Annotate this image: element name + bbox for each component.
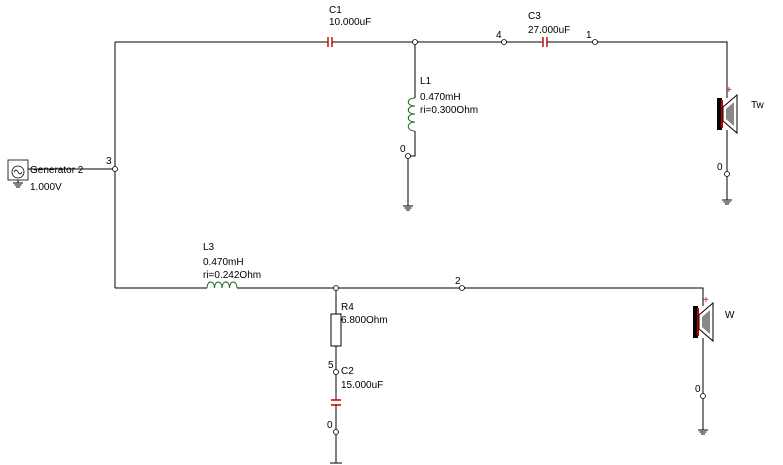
speaker-tweeter-name: Tw: [751, 100, 765, 111]
speaker-woofer-cone-shade: [702, 310, 710, 334]
speaker-woofer[interactable]: + W: [693, 295, 735, 343]
node-4: [501, 39, 507, 45]
generator-value: 1.000V: [30, 182, 62, 193]
node-5-label: 5: [328, 360, 334, 371]
capacitor-c3[interactable]: C3 27.000uF: [528, 11, 570, 47]
resistor-r4-value: 6.800Ohm: [341, 315, 388, 326]
junction-l1: [412, 39, 418, 45]
generator-box: [7, 159, 29, 181]
node-woofer-ground: [700, 393, 706, 399]
inductor-l1-coil: [407, 97, 416, 132]
node-3-label: 3: [106, 156, 112, 167]
speaker-woofer-name: W: [725, 310, 735, 321]
node-tweeter-ground: [724, 171, 730, 177]
node-l1-ground-label: 0: [400, 144, 406, 155]
inductor-l1-ri: ri=0.300Ohm: [420, 105, 478, 116]
capacitor-c2-value: 15.000uF: [341, 380, 383, 391]
speaker-tweeter-magnet: [717, 98, 722, 130]
generator-name: Generator 2: [30, 165, 84, 176]
inductor-l3[interactable]: L3 0.470mH ri=0.242Ohm: [203, 242, 261, 289]
junction-r4: [333, 285, 339, 291]
inductor-l3-coil: [206, 281, 238, 289]
speaker-woofer-magnet: [693, 306, 698, 338]
node-c2-ground-label: 0: [327, 420, 333, 431]
generator-ac-icon: [11, 165, 25, 179]
generator-ground-icon: [13, 180, 23, 188]
speaker-tweeter-cone-shade: [726, 102, 734, 126]
node-4-label: 4: [496, 30, 502, 41]
resistor-r4-body: [330, 313, 342, 347]
node-c2-ground: [333, 429, 339, 435]
node-l1-ground: [405, 153, 411, 159]
inductor-l1-value: 0.470mH: [420, 92, 461, 103]
capacitor-c2-name: C2: [341, 366, 354, 377]
generator-sine-icon: [13, 169, 23, 175]
speaker-tweeter-plus: +: [726, 85, 732, 96]
resistor-r4[interactable]: R4 6.800Ohm: [330, 302, 388, 347]
capacitor-c1-value: 10.000uF: [329, 17, 371, 28]
capacitor-c3-name: C3: [528, 11, 541, 22]
speaker-woofer-plus: +: [703, 295, 709, 306]
wire-node2-to-woofer: [462, 287, 704, 306]
inductor-l3-name: L3: [203, 242, 215, 253]
node-tweeter-ground-label: 0: [717, 162, 723, 173]
inductor-l3-value: 0.470mH: [203, 257, 244, 268]
capacitor-c3-value: 27.000uF: [528, 25, 570, 36]
inductor-l1[interactable]: L1 0.470mH ri=0.300Ohm: [407, 76, 478, 132]
resistor-r4-name: R4: [341, 302, 354, 313]
node-5: [333, 369, 339, 375]
capacitor-c1-name: C1: [329, 5, 342, 16]
speaker-tweeter-red-stripe: [721, 100, 723, 128]
capacitor-c1-plates: [327, 37, 333, 47]
node-1: [592, 39, 598, 45]
generator[interactable]: Generator 2 1.000V: [7, 159, 84, 193]
node-2: [459, 285, 465, 291]
inductor-l3-ri: ri=0.242Ohm: [203, 270, 261, 281]
ground-woofer-icon: [698, 429, 708, 435]
inductor-l1-name: L1: [420, 76, 432, 87]
speaker-tweeter[interactable]: + Tw: [717, 85, 765, 135]
capacitor-c2[interactable]: C2 15.000uF: [331, 366, 383, 406]
wire-l1-to-ground-node: [410, 131, 416, 157]
node-2-label: 2: [455, 276, 461, 287]
node-woofer-ground-label: 0: [695, 384, 701, 395]
wires: [28, 41, 728, 464]
ground-l1-icon: [403, 205, 413, 211]
wire-node1-to-tweeter: [595, 41, 728, 98]
node-3: [112, 166, 118, 172]
capacitor-c3-plates: [542, 37, 548, 47]
node-1-label: 1: [586, 30, 592, 41]
speaker-woofer-red-stripe: [697, 308, 699, 336]
ground-tweeter-icon: [722, 199, 732, 205]
capacitor-c1[interactable]: C1 10.000uF: [327, 5, 371, 47]
capacitor-c2-plates: [331, 399, 341, 406]
